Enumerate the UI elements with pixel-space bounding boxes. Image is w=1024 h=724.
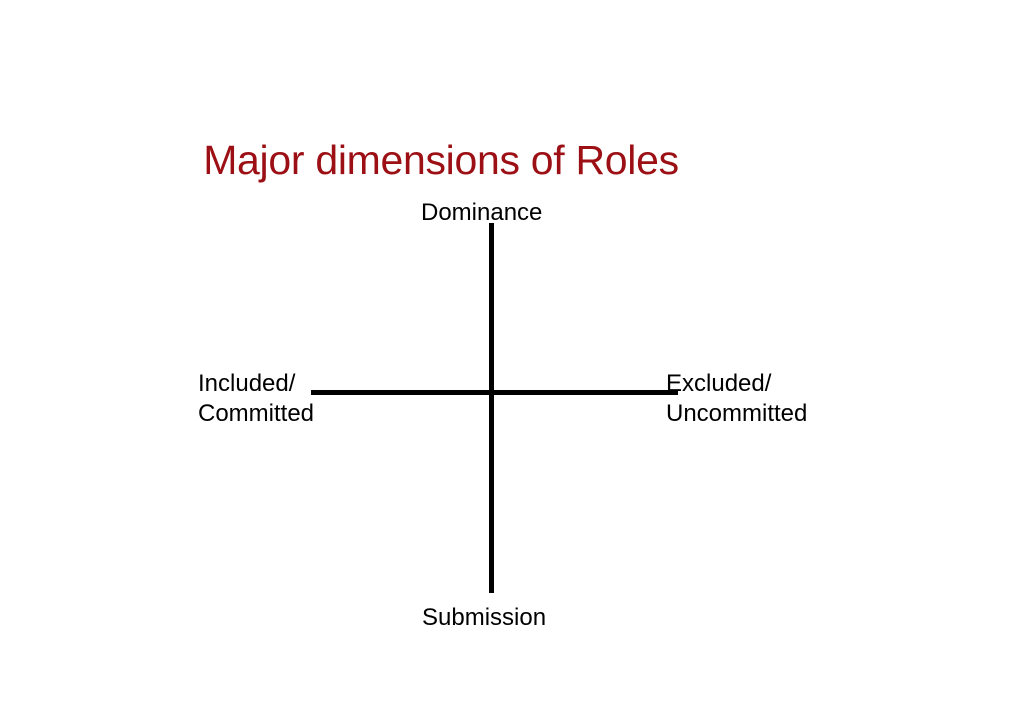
page-title: Major dimensions of Roles	[203, 137, 679, 183]
axis-label-committed-line: Committed	[198, 400, 315, 427]
horizontal-axis-line	[311, 390, 678, 395]
axis-label-dominance: Dominance	[421, 199, 543, 226]
axis-label-submission: Submission	[422, 604, 547, 631]
vertical-axis-line	[489, 223, 494, 593]
axis-label-included-committed: Included/ Committed	[198, 369, 314, 429]
axis-label-included-line: Included/	[198, 370, 296, 397]
axis-label-excluded-uncommitted: Excluded/ Uncommitted	[666, 369, 807, 429]
axis-label-uncommitted-line: Uncommitted	[666, 400, 808, 427]
axis-label-excluded-line: Excluded/	[666, 370, 772, 397]
